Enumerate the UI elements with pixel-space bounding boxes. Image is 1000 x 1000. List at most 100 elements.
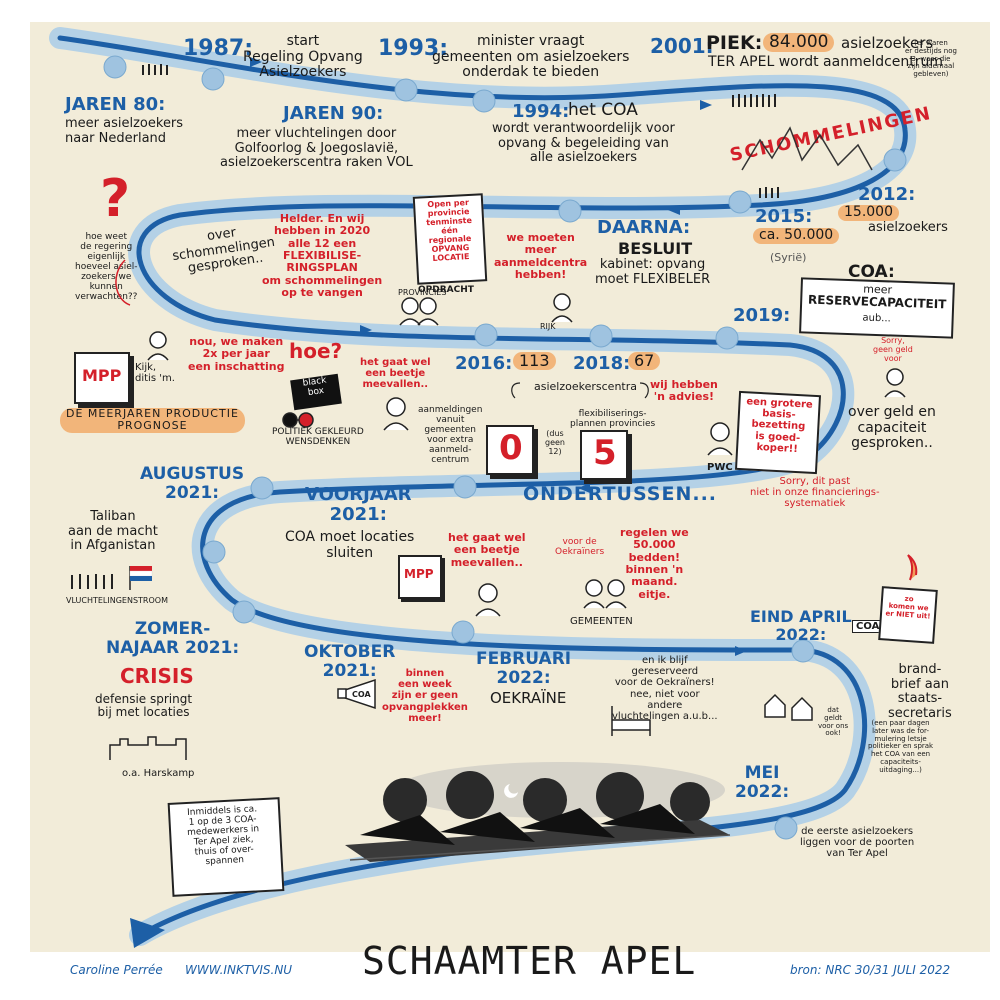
dutch-flag-icon <box>129 566 153 590</box>
counter-box-5: 5 <box>580 430 628 480</box>
taliban-text: Taliban aan de macht in Afganistan <box>68 509 158 554</box>
defensie-text: defensie springt bij met locaties <box>95 692 193 720</box>
timeline-dots <box>103 55 907 840</box>
counter-five: 5 <box>593 433 617 473</box>
aside-2001: (er waren er destijds nog 3, waar die zi… <box>905 39 957 79</box>
daarna-label: DAARNA: <box>597 217 691 238</box>
question-mark-icon: ? <box>100 169 131 229</box>
syrie-label: (Syrië) <box>770 251 807 264</box>
fluctuation-line-icon <box>741 126 873 171</box>
eind-april-2022: EIND APRIL 2022: <box>750 607 852 644</box>
brandbrief-text: brand- brief aan staats- secretaris <box>888 662 952 721</box>
year-1994: 1994: <box>512 101 570 122</box>
year-2016: 2016: <box>455 353 513 374</box>
jaren-80: JAREN 80: <box>65 94 166 115</box>
kabinet-text: kabinet: opvang moet FLEXIBELER <box>595 257 711 287</box>
provincies-label: PROVINCIES <box>398 288 447 297</box>
kijk-ditis: Kijk, ditis 'm. <box>135 362 175 385</box>
rijk-label: RIJK <box>540 322 556 331</box>
year-1993: 1993: <box>378 36 449 61</box>
meevallen-2: het gaat wel een beetje meevallen.. <box>448 531 526 569</box>
text-jaren-80: meer asielzoekers naar Nederland <box>65 116 184 146</box>
piek-rest: asielzoekers <box>841 34 934 52</box>
mpp-label-2: MPP <box>404 567 434 581</box>
year-1987: 1987: <box>183 36 254 61</box>
aanmeldingen-text: aanmeldingen vanuit gemeenten voor extra… <box>418 405 483 466</box>
dat-geldt-ook: dat geldt voor ons ook! <box>818 706 849 738</box>
meer-aanmeldcentra: we moeten meer aanmeldcentra hebben! <box>494 231 588 281</box>
year-2012: 2012: <box>858 184 916 205</box>
text-1987: start Regeling Opvang Asielzoekers <box>243 33 363 81</box>
crowd-icon-2015 <box>759 187 779 198</box>
text-1993: minister vraagt gemeenten om asielzoeker… <box>432 33 630 81</box>
oekraine-label: OEKRAÏNE <box>490 689 567 707</box>
civil-servant-icon <box>147 331 169 361</box>
opdracht-label: OPDRACHT <box>418 285 474 295</box>
crowd-icon-1987 <box>142 64 168 75</box>
text-1994-coa: het COA <box>568 100 638 120</box>
pwc-label: PWC <box>707 462 733 473</box>
mpp-label-1: MPP <box>82 366 122 385</box>
meerjaren-prognose: DE MEERJAREN PRODUCTIE PROGNOSE <box>60 407 245 433</box>
text-1994: wordt verantwoordelijk voor opvang & beg… <box>492 121 675 166</box>
year-2019: 2019: <box>733 305 791 326</box>
rijk-person-icon <box>551 293 573 323</box>
gereserveerd-text: en ik blijf gereserveerd voor de Oekraïn… <box>612 655 718 722</box>
coa-sluit-locaties: COA moet locaties sluiten <box>285 529 415 561</box>
politician-icon <box>383 397 409 431</box>
number-2012: 15.000 <box>838 204 899 221</box>
besluit-label: BESLUIT <box>618 239 693 258</box>
author-credit: Caroline Perrée <box>70 963 163 977</box>
barracks-icon <box>109 736 187 760</box>
ondertussen-label: ONDERTUSSEN... <box>523 483 718 505</box>
crowd-icon-2001 <box>732 94 776 107</box>
wij-advies: wij hebben 'n advies! <box>650 378 718 404</box>
megaphone-coa-label: COA <box>352 690 371 699</box>
number-2015: ca. 50.000 <box>753 227 840 244</box>
text-jaren-90: meer vluchtelingen door Golfoorlog & Joe… <box>220 126 413 171</box>
question-text: hoe weet de regering eigenlijk hoeveel a… <box>75 232 138 303</box>
pwc-consultant-icon <box>707 422 733 456</box>
meevallen-1: het gaat wel een beetje meevallen.. <box>360 357 431 391</box>
jaren-90: JAREN 90: <box>283 103 384 124</box>
year-2001: 2001: <box>650 34 714 58</box>
text-2012: asielzoekers <box>868 220 948 235</box>
mpp-book-2: MPP <box>398 555 442 599</box>
official-pointing-icon <box>475 583 501 617</box>
eerste-asielzoekers: de eerste asielzoekers liggen voor de po… <box>800 826 915 860</box>
sorry-geen-geld: Sorry, geen geld voor <box>873 336 913 363</box>
hoe-question: hoe? <box>289 339 343 363</box>
megaphone-icon <box>337 678 376 710</box>
bed-icon <box>611 706 651 736</box>
provincies-people-icon <box>399 297 439 326</box>
dus-geen-12: (dus geen 12) <box>545 429 565 456</box>
azc-label: asielzoekerscentra <box>534 380 637 393</box>
glasses-icon <box>282 412 314 428</box>
crisis-label: CRISIS <box>120 664 194 688</box>
terapel-aanmeldcentrum: TER APEL wordt aanmeldcentrum <box>708 54 944 70</box>
gemeenten-people-icon <box>583 579 627 609</box>
oktober-2021: OKTOBER 2021: <box>304 642 396 682</box>
voor-oekrainers: voor de Oekraïners <box>555 537 605 558</box>
gemeenten-label: GEMEENTEN <box>570 616 633 627</box>
houses-icon <box>764 693 813 721</box>
voorjaar-2021: VOORJAAR 2021: <box>305 484 412 526</box>
website-link[interactable]: WWW.INKTVIS.NU <box>185 963 293 977</box>
refugee-crowd-icon <box>71 574 113 589</box>
brandbrief-note: (een paar dagen later was de for- muleri… <box>868 719 934 774</box>
zomer-najaar-2021: ZOMER- NAJAAR 2021: <box>106 619 240 659</box>
fire-icon <box>907 554 918 581</box>
piek-label: PIEK: <box>706 32 763 54</box>
year-2015: 2015: <box>755 206 813 227</box>
number-2016: 113 <box>513 352 556 370</box>
number-2018: 67 <box>628 352 661 370</box>
nou-inschatting: nou, we maken 2x per jaar een inschattin… <box>188 335 285 373</box>
augustus-2021: AUGUSTUS 2021: <box>140 464 245 504</box>
regelen-50000: regelen we 50.000 bedden! binnen 'n maan… <box>620 526 689 601</box>
sorry-financiering: Sorry, dit past niet in onze financierin… <box>750 476 880 510</box>
coa-person-icon <box>884 368 906 398</box>
